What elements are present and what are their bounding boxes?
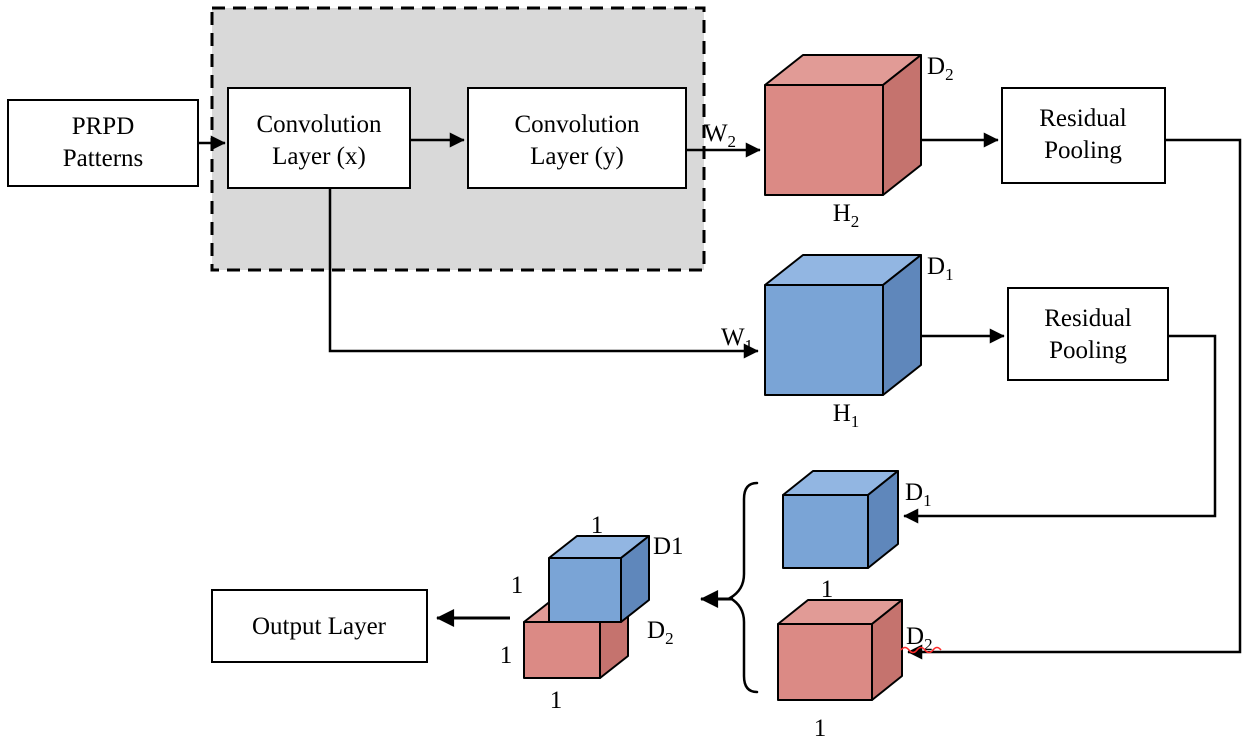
label-d1-pooled-base: D — [905, 479, 923, 506]
conv-x-rect — [227, 87, 411, 189]
label-w2-sub: 2 — [728, 132, 737, 151]
stacked-d1-cube — [548, 535, 650, 623]
label-h2-base: H — [833, 200, 851, 227]
connector-conv-x-to-feature-map-1 — [328, 188, 759, 359]
label-one-stacked-left-blue: 1 — [511, 572, 524, 599]
output-layer-label: Output Layer — [252, 613, 387, 640]
pooled-d2-front-face — [777, 623, 873, 701]
label-h2: H2 — [833, 200, 860, 231]
residual-pooling-bottom-label-line2: Pooling — [1049, 337, 1127, 364]
label-one-stacked-left-red: 1 — [500, 642, 513, 669]
label-d2-feature-map-base: D — [927, 53, 945, 80]
label-w1: W1 — [721, 324, 753, 355]
label-d1-stacked: D1 — [653, 533, 684, 560]
conv-y-label-line2: Layer (y) — [530, 143, 624, 170]
residual-pooling-top-rect — [1001, 87, 1166, 184]
label-h1: H1 — [833, 400, 860, 431]
connector-residual-pooling-bottom-to-pooled-d1 — [903, 334, 1217, 524]
pooled-d1-front-face — [782, 494, 869, 569]
stacked-d2-front-face — [523, 621, 601, 679]
concat-brace — [727, 481, 759, 694]
pooled-d2-cube — [777, 599, 903, 701]
label-w2: W2 — [704, 120, 736, 151]
label-h1-sub: 1 — [851, 412, 860, 431]
stacked-d1-front-face — [548, 557, 622, 623]
prpd-patterns-rect — [7, 99, 199, 187]
conv-x-box: Convolution Layer (x) — [227, 87, 411, 189]
residual-pooling-top-box: Residual Pooling — [1001, 87, 1166, 184]
label-h2-sub: 2 — [851, 212, 860, 231]
prpd-label-line2: Patterns — [63, 145, 144, 172]
pooled-d1-cube — [782, 470, 899, 569]
label-d1-feature-map-base: D — [927, 253, 945, 280]
output-layer-box: Output Layer — [211, 589, 428, 663]
label-d2-pooled: D2 — [906, 623, 933, 654]
label-d2-feature-map-sub: 2 — [945, 65, 954, 84]
conv-y-label-line1: Convolution — [514, 111, 640, 138]
spellcheck-underline — [900, 646, 942, 654]
label-d2-stacked-base: D — [647, 617, 665, 644]
label-d1-feature-map-sub: 1 — [945, 265, 954, 284]
output-layer-rect — [211, 589, 428, 663]
residual-pooling-bottom-rect — [1007, 287, 1169, 381]
residual-pooling-bottom-label-line1: Residual — [1044, 305, 1132, 332]
label-one-stacked-top: 1 — [591, 512, 604, 539]
conv-y-rect — [467, 87, 687, 189]
feature-map-1-cube — [764, 254, 922, 396]
residual-pooling-top-label-line1: Residual — [1039, 105, 1127, 132]
label-d2-feature-map: D2 — [927, 53, 954, 84]
label-w2-base: W — [704, 120, 728, 147]
feature-map-2-cube — [764, 54, 922, 196]
label-d2-stacked-sub: 2 — [665, 629, 674, 648]
label-one-pooled-d2: 1 — [814, 715, 827, 742]
feature-map-1-front-face — [764, 284, 884, 396]
label-w1-base: W — [721, 324, 745, 351]
prpd-patterns-box: PRPD Patterns — [7, 99, 199, 187]
label-w1-sub: 1 — [745, 336, 754, 355]
label-one-pooled-d1: 1 — [821, 576, 834, 603]
label-h1-base: H — [833, 400, 851, 427]
label-d1-pooled-sub: 1 — [923, 491, 932, 510]
label-d1-stacked-base: D1 — [653, 533, 684, 560]
feature-map-2-front-face — [764, 84, 884, 196]
residual-pooling-bottom-box: Residual Pooling — [1007, 287, 1169, 381]
conv-x-label-line1: Convolution — [256, 111, 382, 138]
connector-residual-pooling-top-to-pooled-d2 — [907, 138, 1242, 660]
label-d2-stacked: D2 — [647, 617, 674, 648]
label-d1-pooled: D1 — [905, 479, 932, 510]
label-d2-pooled-sub: 2 — [924, 635, 933, 654]
conv-y-box: Convolution Layer (y) — [467, 87, 687, 189]
prpd-label-line1: PRPD — [72, 113, 135, 140]
conv-x-label-line2: Layer (x) — [272, 143, 366, 170]
label-d1-feature-map: D1 — [927, 253, 954, 284]
label-d2-pooled-base: D — [906, 623, 924, 650]
residual-pooling-top-label-line2: Pooling — [1044, 137, 1122, 164]
label-one-stacked-bottom: 1 — [550, 687, 563, 714]
